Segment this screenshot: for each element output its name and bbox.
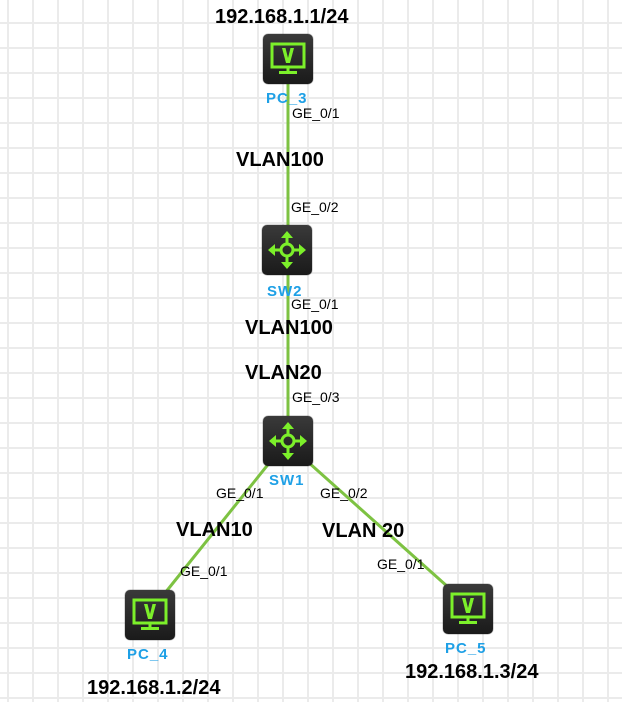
pc3-node[interactable] [263,34,313,84]
pc4-ip-label: 192.168.1.2/24 [87,677,221,699]
sw1-port-label-left: GE_0/1 [216,485,264,501]
vlan-label: VLAN 20 [322,520,405,542]
sw2-port-label-bottom: GE_0/1 [291,296,339,312]
monitor-v-icon [270,42,306,74]
monitor-v-icon [450,592,486,624]
pc3-name-label: PC_3 [266,90,308,107]
pc4-name-label: PC_4 [127,646,169,663]
pc5-name-label: PC_5 [445,640,487,657]
switch-arrows-icon [269,422,307,460]
vlan-label: VLAN10 [176,519,253,541]
sw1-port-label-top: GE_0/3 [292,389,340,405]
monitor-v-icon [132,598,168,630]
vlan-label: VLAN100 [245,317,333,339]
pc3-port-label: GE_0/1 [292,105,340,121]
pc4-port-label: GE_0/1 [180,563,228,579]
vlan-label: VLAN100 [236,149,324,171]
pc5-port-label: GE_0/1 [377,556,425,572]
sw2-node[interactable] [262,225,312,275]
pc5-node[interactable] [443,584,493,634]
switch-arrows-icon [268,231,306,269]
link-sw1-pc5[interactable] [307,460,449,589]
sw2-name-label: SW2 [267,283,303,300]
sw1-name-label: SW1 [269,472,305,489]
link-sw1-pc4[interactable] [163,461,272,594]
sw1-port-label-right: GE_0/2 [320,485,368,501]
sw1-node[interactable] [263,416,313,466]
pc3-ip-label: 192.168.1.1/24 [215,6,349,28]
sw2-port-label-top: GE_0/2 [291,199,339,215]
pc4-node[interactable] [125,590,175,640]
pc5-ip-label: 192.168.1.3/24 [405,661,539,683]
vlan-label: VLAN20 [245,362,322,384]
